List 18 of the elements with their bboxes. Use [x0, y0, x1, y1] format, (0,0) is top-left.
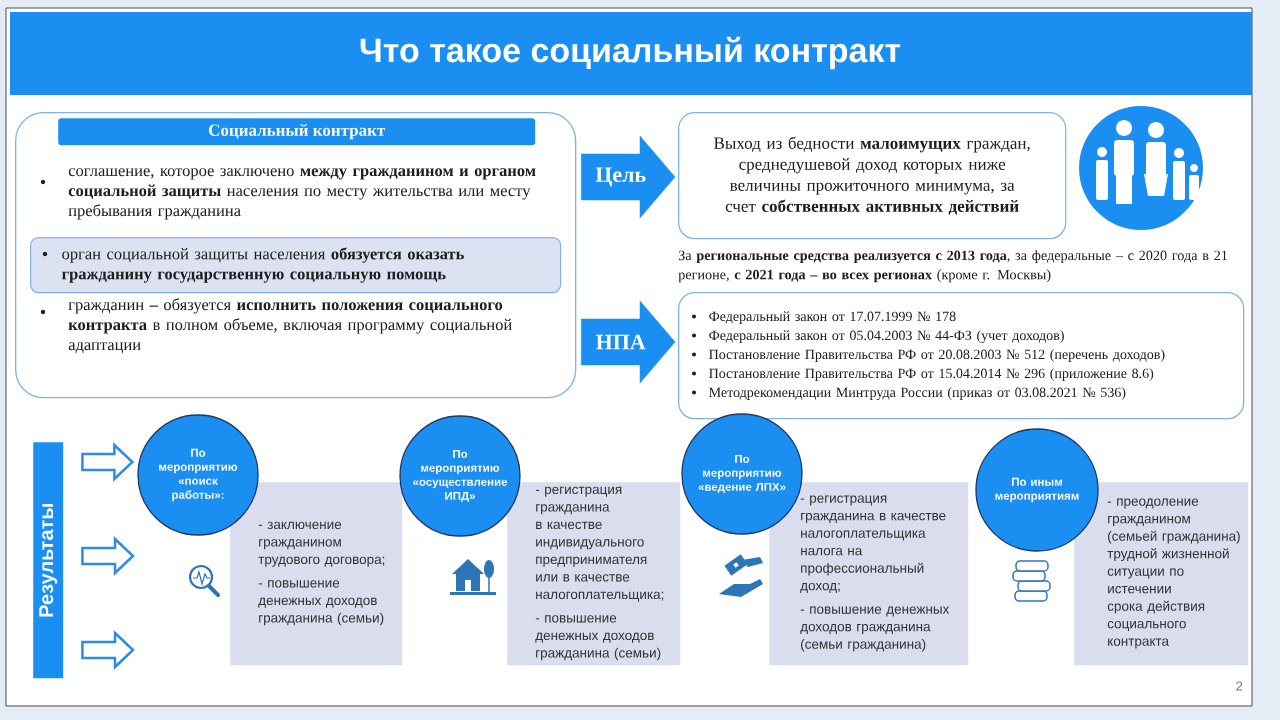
block-arrow	[581, 135, 676, 219]
list-item: соглашение, которое заключено между гражданином и органом социальной защиты населения по месту жительства или месту пребывания гражданина	[40, 168, 536, 220]
hollow-arrow	[81, 442, 135, 482]
regional-note: За региональные средства реализуется с 2013 года, за федеральные – с 2020 года в 21 регионе, с 2021 года – во всех регионах (кроме г. Москвы)	[678, 250, 1228, 283]
arrow-label: Цель	[595, 167, 646, 187]
arrow-label: НПА	[596, 334, 646, 350]
title-bar: Что такое социальный контракт	[10, 12, 1252, 95]
text-panel: - заключение гражданином трудового договора; - повышение денежных доходов гражданина (семьи)	[230, 482, 403, 666]
page-number: 2	[1236, 681, 1243, 691]
goal-box: Выход из бедности малоимущих граждан, среднедушевой доход которых ниже величины прожиточного минимума, за счет собственных активных действий	[678, 112, 1067, 240]
vertical-bar: Результаты	[33, 442, 64, 679]
heading-bar: Социальный контракт	[58, 118, 536, 146]
hollow-arrow	[81, 630, 135, 670]
list-item: гражданин – обязуется исполнить положения социального контракта в полном объеме, включая программу социальной адаптации	[40, 298, 512, 354]
hollow-arrow	[81, 536, 135, 576]
text-panel: - регистрация гражданина в качестве индивидуального предпринимателя или в качестве налогоплательщика; - повышение денежных доходов гражданина (семьи)	[507, 482, 681, 666]
block-arrow	[581, 300, 676, 384]
list-box: Федеральный закон от 17.07.1999 № 178 Федеральный закон от 05.04.2003 № 44-ФЗ (учет доходов) Постановление Правительства РФ от 20.08.2003 № 512 (перечень доходов) Постановление Правительства РФ от 15.04.2014 № 296 (приложение 8.6) Методрекомендации Минтруда России (приказ от 03.08.2021 № 536)	[678, 292, 1245, 420]
